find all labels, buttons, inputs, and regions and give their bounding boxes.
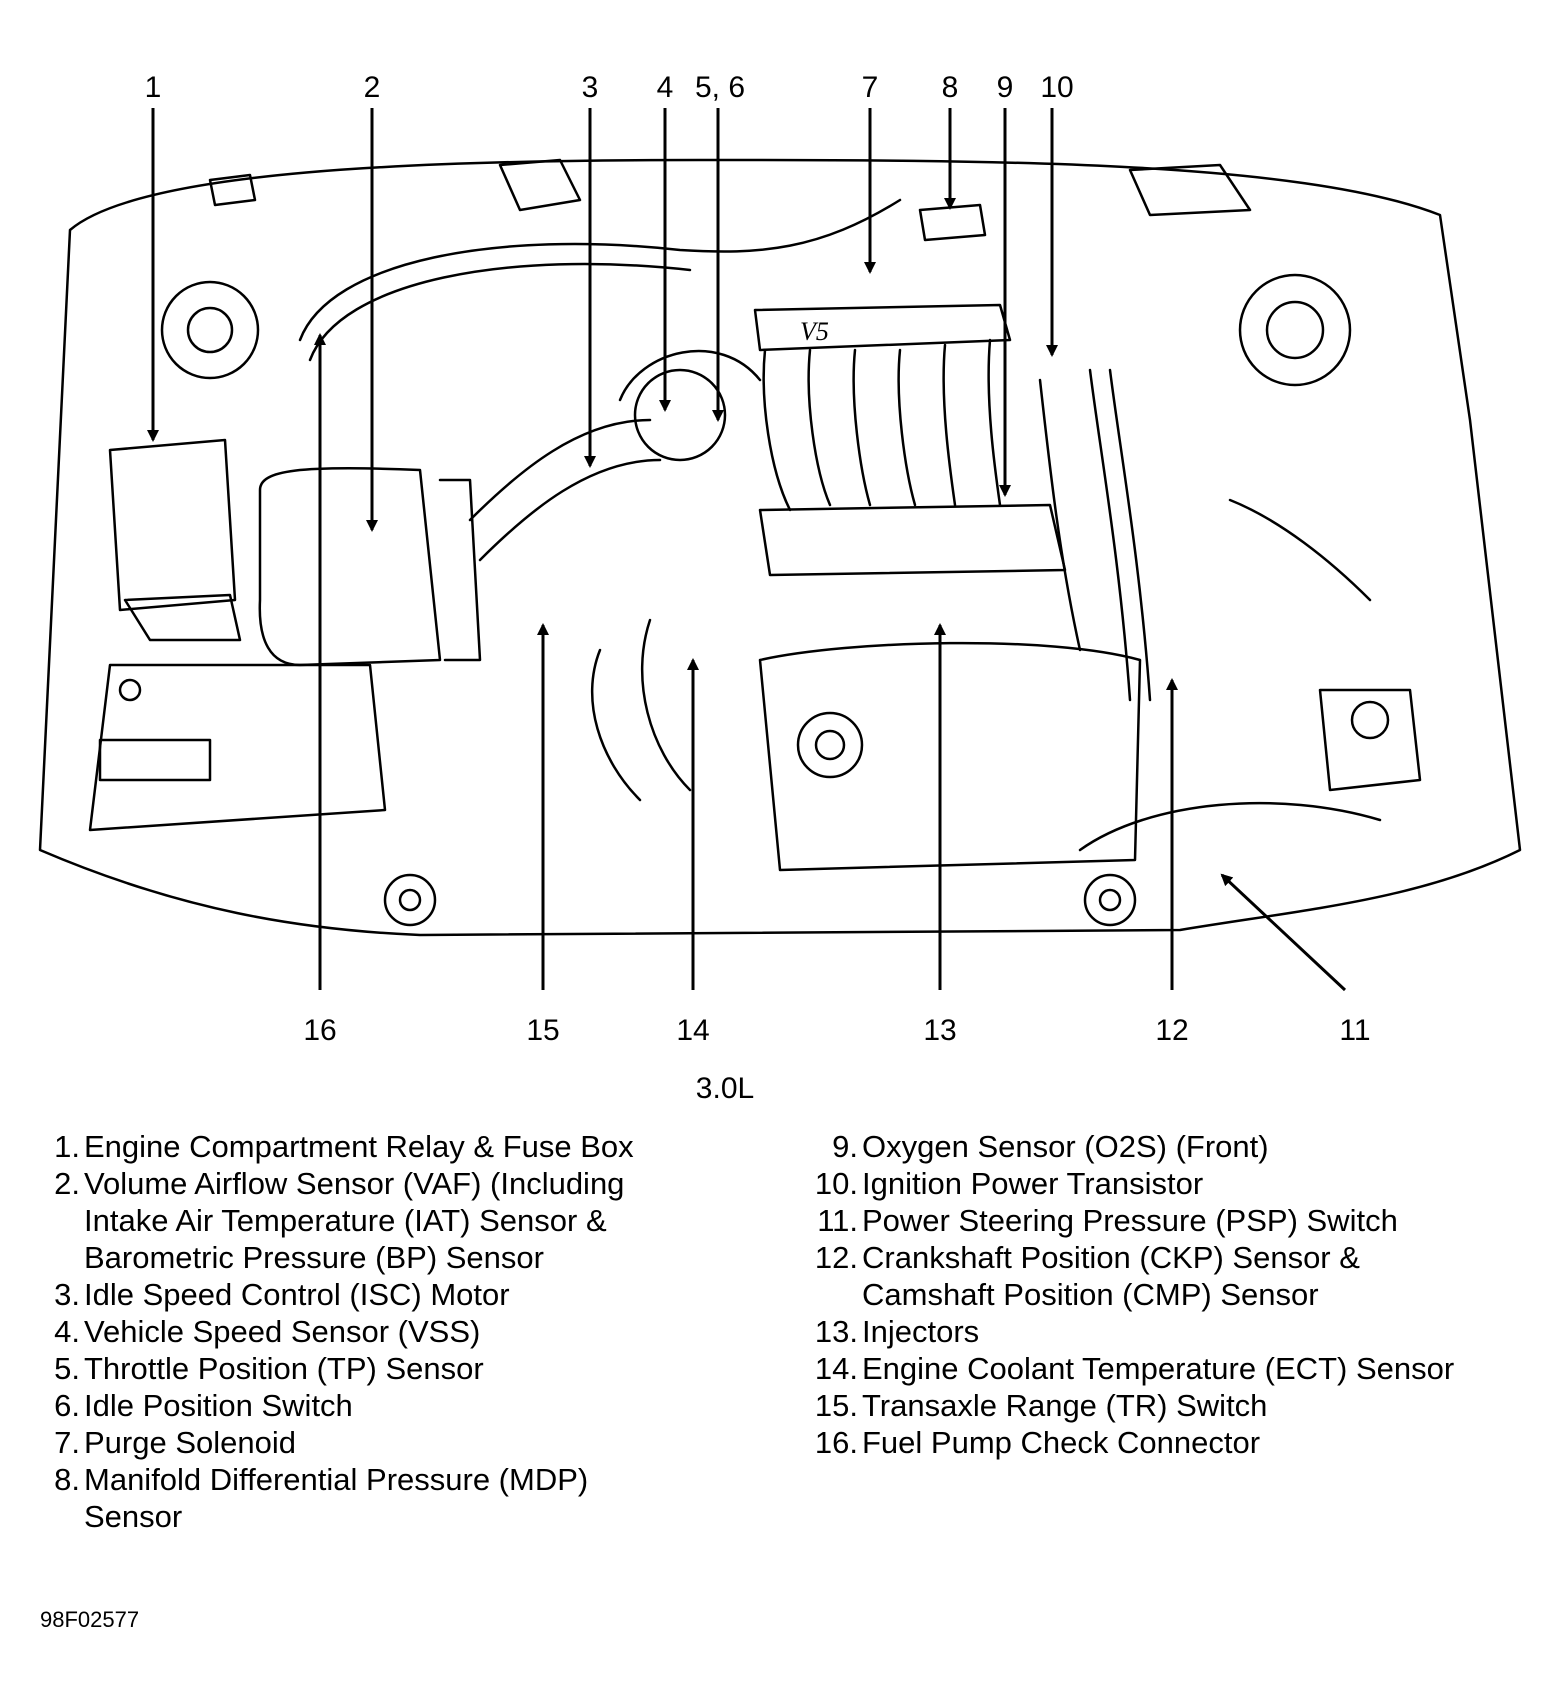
legend-item-text: Injectors bbox=[858, 1313, 1540, 1350]
legend-item-number: 2. bbox=[54, 1166, 80, 1201]
legend-right-column: 9.Oxygen Sensor (O2S) (Front)10.Ignition… bbox=[800, 1128, 1540, 1461]
legend-item-text: Power Steering Pressure (PSP) Switch bbox=[858, 1202, 1540, 1239]
legend-item-line: Fuel Pump Check Connector bbox=[862, 1425, 1261, 1460]
callout-16: 16 bbox=[303, 1014, 336, 1047]
legend-item: 7.Purge Solenoid bbox=[40, 1424, 760, 1461]
legend-item-line: Sensor bbox=[84, 1499, 183, 1534]
callout-1: 1 bbox=[145, 71, 162, 104]
legend-item-number: 1. bbox=[54, 1129, 80, 1164]
legend-item-number: 14. bbox=[814, 1351, 858, 1386]
legend-item-line: Transaxle Range (TR) Switch bbox=[862, 1388, 1268, 1423]
legend-item-number: 3. bbox=[54, 1277, 80, 1312]
legend-item-number: 11. bbox=[817, 1203, 858, 1238]
engine-bay-drawing: V5 bbox=[38, 158, 1522, 937]
engine-variant-label: 3.0L bbox=[696, 1072, 754, 1105]
callout-13: 13 bbox=[923, 1014, 956, 1047]
legend-item-line: Power Steering Pressure (PSP) Switch bbox=[862, 1203, 1398, 1238]
legend-item: 15.Transaxle Range (TR) Switch bbox=[800, 1387, 1540, 1424]
legend-item-number: 7. bbox=[54, 1425, 80, 1460]
callout-14: 14 bbox=[676, 1014, 709, 1047]
legend-item: 11.Power Steering Pressure (PSP) Switch bbox=[800, 1202, 1540, 1239]
legend-item-line: Manifold Differential Pressure (MDP) bbox=[84, 1462, 589, 1497]
callouts-top: 1 2 3 4 5, 6 7 8 9 10 bbox=[145, 71, 1074, 104]
legend-item-text: Fuel Pump Check Connector bbox=[858, 1424, 1540, 1461]
callout-arrows bbox=[147, 108, 1347, 992]
callout-2: 2 bbox=[364, 71, 381, 104]
legend-item: 5.Throttle Position (TP) Sensor bbox=[40, 1350, 760, 1387]
legend-item-text: Vehicle Speed Sensor (VSS) bbox=[80, 1313, 760, 1350]
legend-item: 9.Oxygen Sensor (O2S) (Front) bbox=[800, 1128, 1540, 1165]
legend-item-line: Ignition Power Transistor bbox=[862, 1166, 1204, 1201]
legend-item: 14.Engine Coolant Temperature (ECT) Sens… bbox=[800, 1350, 1540, 1387]
callout-11: 11 bbox=[1339, 1014, 1370, 1047]
legend-item-text: Crankshaft Position (CKP) Sensor &Camsha… bbox=[858, 1239, 1540, 1313]
legend-item-number: 12. bbox=[814, 1240, 858, 1275]
legend-item-line: Idle Position Switch bbox=[84, 1388, 353, 1423]
leader-11 bbox=[1220, 873, 1347, 992]
legend-item-text: Engine Coolant Temperature (ECT) Sensor bbox=[858, 1350, 1540, 1387]
legend-item-line: Oxygen Sensor (O2S) (Front) bbox=[862, 1129, 1269, 1164]
legend-item-text: Engine Compartment Relay & Fuse Box bbox=[80, 1128, 760, 1165]
legend-item-line: Volume Airflow Sensor (VAF) (Including bbox=[84, 1166, 625, 1201]
legend-item-line: Throttle Position (TP) Sensor bbox=[84, 1351, 484, 1386]
legend-item-line: Intake Air Temperature (IAT) Sensor & bbox=[84, 1203, 607, 1238]
legend-item-line: Injectors bbox=[862, 1314, 980, 1349]
callout-4: 4 bbox=[657, 71, 674, 104]
legend-item-line: Vehicle Speed Sensor (VSS) bbox=[84, 1314, 481, 1349]
legend-item-number: 6. bbox=[54, 1388, 80, 1423]
legend-item-line: Camshaft Position (CMP) Sensor bbox=[862, 1277, 1319, 1312]
figure-code: 98F02577 bbox=[40, 1607, 140, 1632]
legend-item-number: 10. bbox=[814, 1166, 858, 1201]
legend-item-text: Manifold Differential Pressure (MDP)Sens… bbox=[80, 1461, 760, 1535]
legend-item-line: Idle Speed Control (ISC) Motor bbox=[84, 1277, 510, 1312]
legend-item: 10.Ignition Power Transistor bbox=[800, 1165, 1540, 1202]
legend-item-number: 16. bbox=[814, 1425, 858, 1460]
legend-item-line: Engine Compartment Relay & Fuse Box bbox=[84, 1129, 634, 1164]
legend-item-text: Throttle Position (TP) Sensor bbox=[80, 1350, 760, 1387]
legend-item-line: Barometric Pressure (BP) Sensor bbox=[84, 1240, 544, 1275]
engine-compartment-diagram: V5 bbox=[38, 71, 1522, 1105]
legend-item-text: Ignition Power Transistor bbox=[858, 1165, 1540, 1202]
legend-item-line: Crankshaft Position (CKP) Sensor & bbox=[862, 1240, 1360, 1275]
callout-7: 7 bbox=[862, 71, 879, 104]
legend-item-text: Idle Speed Control (ISC) Motor bbox=[80, 1276, 760, 1313]
legend-item: 2.Volume Airflow Sensor (VAF) (Including… bbox=[40, 1165, 760, 1276]
callout-9: 9 bbox=[997, 71, 1014, 104]
legend-item-number: 9. bbox=[832, 1129, 858, 1164]
legend-item: 12.Crankshaft Position (CKP) Sensor &Cam… bbox=[800, 1239, 1540, 1313]
legend-item: 1.Engine Compartment Relay & Fuse Box bbox=[40, 1128, 760, 1165]
legend-item: 6.Idle Position Switch bbox=[40, 1387, 760, 1424]
legend-item: 13.Injectors bbox=[800, 1313, 1540, 1350]
callout-5-6: 5, 6 bbox=[695, 71, 745, 104]
legend-item-text: Purge Solenoid bbox=[80, 1424, 760, 1461]
legend-item-text: Transaxle Range (TR) Switch bbox=[858, 1387, 1540, 1424]
callout-8: 8 bbox=[942, 71, 959, 104]
callout-10: 10 bbox=[1040, 71, 1073, 104]
legend-item: 8.Manifold Differential Pressure (MDP)Se… bbox=[40, 1461, 760, 1535]
legend-item: 3.Idle Speed Control (ISC) Motor bbox=[40, 1276, 760, 1313]
legend-item-line: Engine Coolant Temperature (ECT) Sensor bbox=[862, 1351, 1455, 1386]
callout-15: 15 bbox=[526, 1014, 559, 1047]
callouts-bottom: 16 15 14 13 12 11 bbox=[303, 1014, 1370, 1047]
legend-item-number: 4. bbox=[54, 1314, 80, 1349]
legend-item-number: 13. bbox=[814, 1314, 858, 1349]
legend-item-number: 8. bbox=[54, 1462, 80, 1497]
legend-item-number: 15. bbox=[814, 1388, 858, 1423]
legend-item-line: Purge Solenoid bbox=[84, 1425, 296, 1460]
svg-text:V5: V5 bbox=[800, 317, 829, 346]
legend-item-number: 5. bbox=[54, 1351, 80, 1386]
legend-item: 16.Fuel Pump Check Connector bbox=[800, 1424, 1540, 1461]
legend-item-text: Oxygen Sensor (O2S) (Front) bbox=[858, 1128, 1540, 1165]
legend-item-text: Idle Position Switch bbox=[80, 1387, 760, 1424]
legend-item: 4.Vehicle Speed Sensor (VSS) bbox=[40, 1313, 760, 1350]
callout-3: 3 bbox=[582, 71, 599, 104]
callout-12: 12 bbox=[1155, 1014, 1188, 1047]
